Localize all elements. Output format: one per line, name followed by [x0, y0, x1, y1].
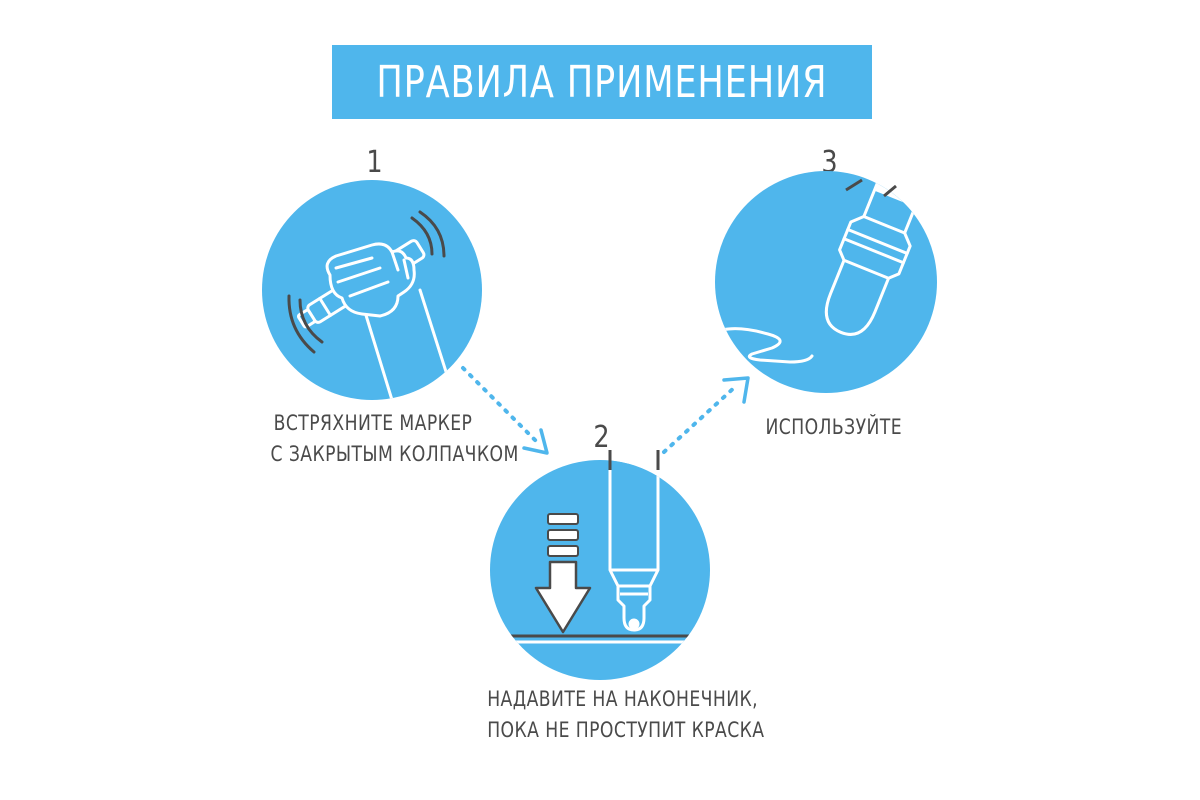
- step-2-caption-line-1: НАДАВИТЕ НА НАКОНЕЧНИК,: [487, 687, 759, 711]
- step-2-caption-line-2: ПОКА НЕ ПРОСТУПИТ КРАСКА: [487, 718, 765, 742]
- page-title: ПРАВИЛА ПРИМЕНЕНИЯ: [376, 56, 828, 108]
- step-1-caption-line-2: С ЗАКРЫТЫМ КОЛПАЧКОМ: [270, 442, 519, 466]
- step-1-caption: ВСТРЯХНИТЕ МАРКЕР С ЗАКРЫТЫМ КОЛПАЧКОМ: [248, 408, 519, 470]
- title-banner: ПРАВИЛА ПРИМЕНЕНИЯ: [332, 45, 872, 119]
- step-1-number: 1: [366, 145, 383, 180]
- step-2-number: 2: [593, 420, 610, 455]
- step-2-caption: НАДАВИТЕ НА НАКОНЕЧНИК, ПОКА НЕ ПРОСТУПИ…: [462, 684, 765, 746]
- step-3-caption-line-1: ИСПОЛЬЗУЙТЕ: [765, 415, 903, 439]
- hand-shaking-marker-icon: [262, 180, 482, 400]
- press-tip-icon: [490, 450, 710, 680]
- dotted-arrow-2-to-3: [662, 376, 750, 454]
- step-2-circle: [490, 460, 710, 680]
- step-3-caption: ИСПОЛЬЗУЙТЕ: [752, 412, 902, 443]
- dotted-arrow-1-to-2: [461, 366, 549, 455]
- step-1-caption-line-1: ВСТРЯХНИТЕ МАРКЕР: [273, 411, 473, 435]
- marker-writing-icon: [715, 171, 937, 393]
